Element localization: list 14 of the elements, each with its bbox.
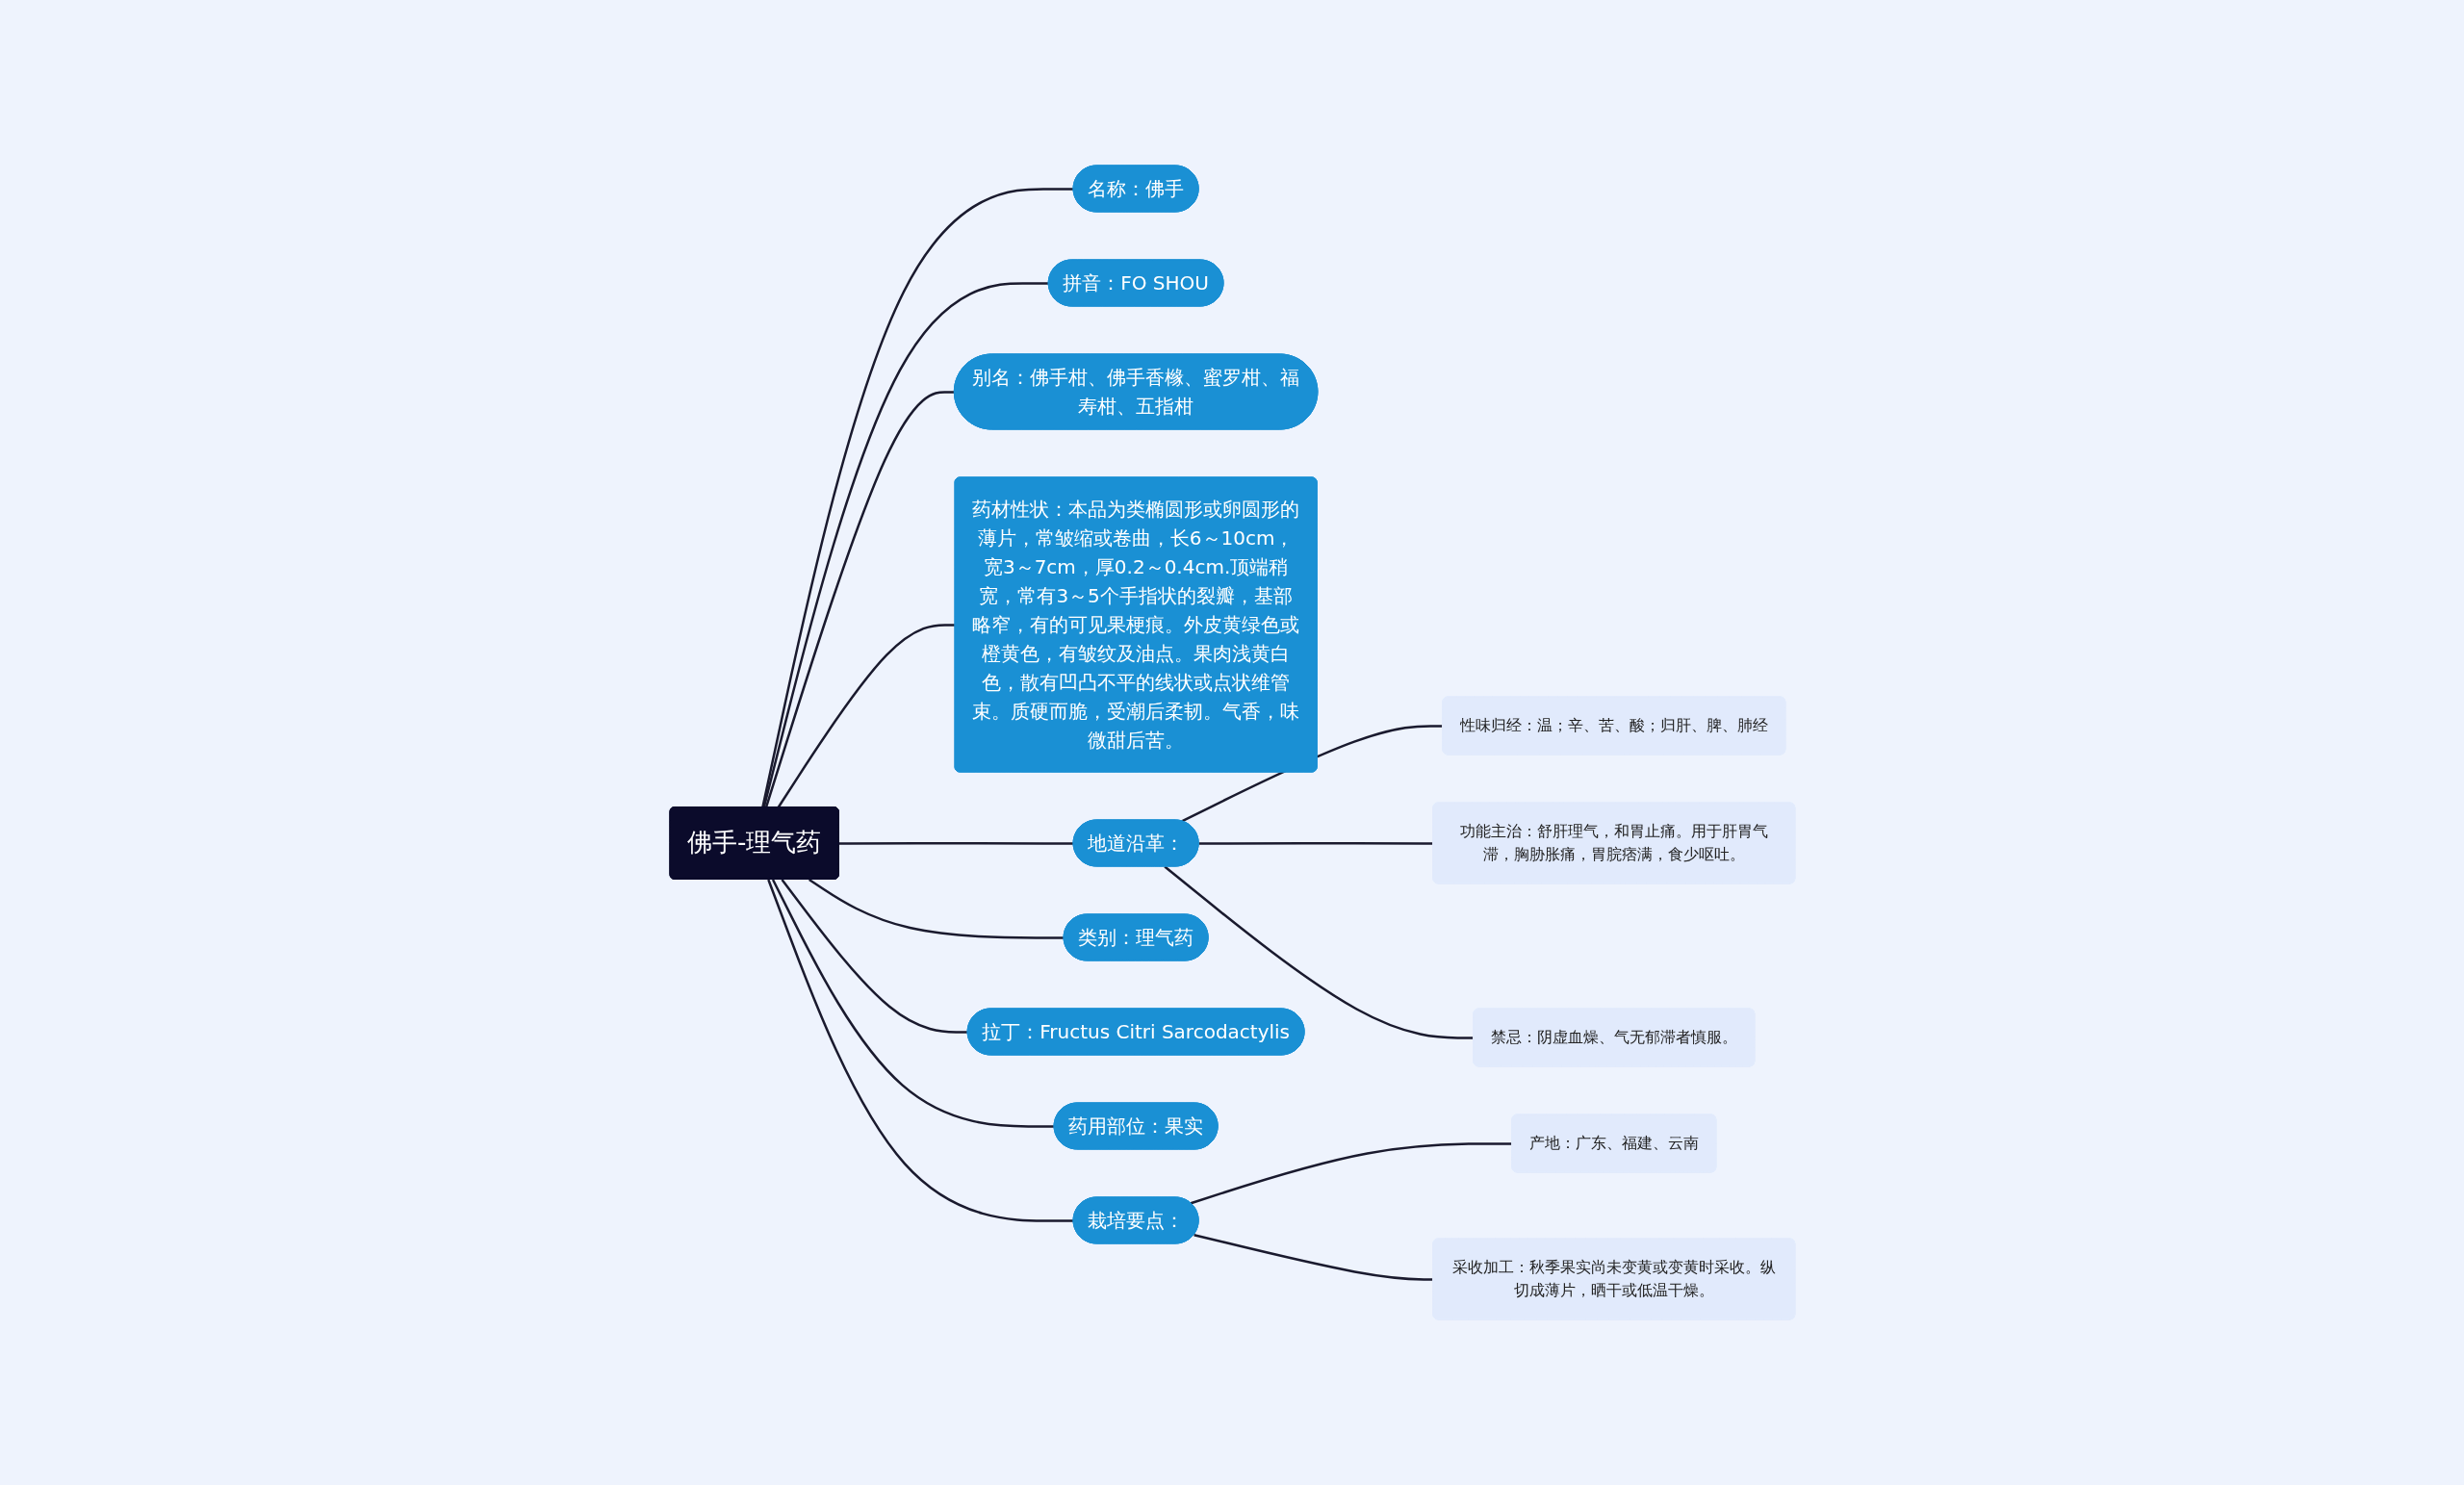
connector — [781, 879, 968, 1034]
connector — [777, 624, 956, 808]
connector — [764, 391, 955, 808]
connector — [1163, 865, 1474, 1039]
connector — [1193, 1233, 1433, 1281]
connector — [838, 841, 1074, 845]
connector — [762, 282, 1049, 808]
connector — [760, 188, 1074, 808]
connector — [808, 878, 1065, 939]
connector — [1198, 841, 1433, 845]
connector — [771, 879, 1055, 1128]
connector — [1180, 725, 1443, 823]
connector — [1190, 1142, 1512, 1205]
connector — [766, 879, 1074, 1222]
